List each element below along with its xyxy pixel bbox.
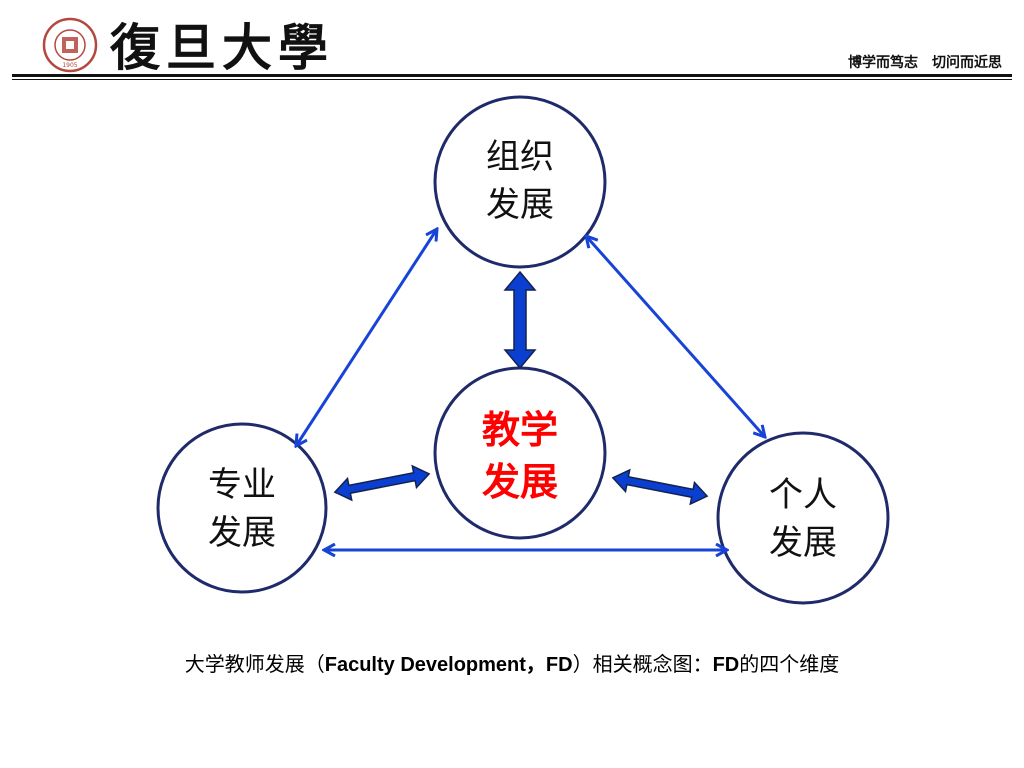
caption-prefix: 大学教师发展（ <box>184 654 325 676</box>
circle-professional-development <box>156 422 328 594</box>
circle-personal-development <box>716 431 890 605</box>
slide-header: 1905 復旦大學 博学而笃志 切问而近思 <box>0 0 1024 80</box>
caption-middle: ）相关概念图： <box>572 654 713 676</box>
diagram-caption: 大学教师发展（Faculty Development，FD）相关概念图：FD的四… <box>0 648 1024 677</box>
thick-arrow-professional-teaching <box>333 464 431 502</box>
caption-bold-fd-short: FD <box>712 654 740 676</box>
thick-arrow-personal-teaching <box>611 468 709 506</box>
svg-text:1905: 1905 <box>62 62 77 69</box>
thick-arrow-organizational-teaching <box>503 270 537 370</box>
university-seal-icon: 1905 <box>42 17 98 73</box>
caption-bold-fd: Faculty Development，FD <box>324 654 573 676</box>
circle-teaching-development <box>433 366 607 540</box>
caption-suffix: 的四个维度 <box>739 654 840 676</box>
label-organizational-line1: 组织 <box>486 137 554 177</box>
header-rule-thin <box>12 79 1012 80</box>
label-professional-line1: 专业 <box>208 465 276 505</box>
label-professional-line2: 发展 <box>208 513 276 553</box>
header-rule-thick <box>12 74 1012 77</box>
arrow-organizational-personal <box>586 236 765 437</box>
label-personal-line2: 发展 <box>769 523 837 563</box>
university-logo-text: 復旦大學 <box>110 18 334 77</box>
label-teaching-line2: 发展 <box>482 459 558 504</box>
label-organizational-line2: 发展 <box>486 185 554 225</box>
label-personal-line1: 个人 <box>769 475 837 515</box>
arrow-organizational-professional <box>296 229 437 446</box>
university-motto: 博学而笃志 切问而近思 <box>848 55 1002 71</box>
label-teaching-line1: 教学 <box>482 407 558 452</box>
circle-organizational-development <box>433 95 607 269</box>
